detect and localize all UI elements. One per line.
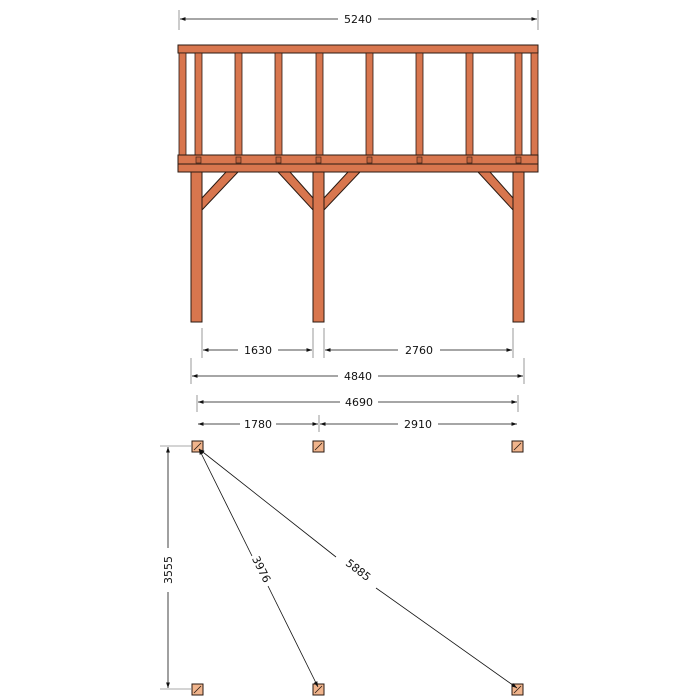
dimension-label: 3976 [249, 554, 273, 585]
dimension-label: 1780 [244, 418, 272, 431]
post-left [190, 171, 203, 323]
footing-back-left [191, 683, 204, 696]
plan-view: 4690 1780 2910 [160, 395, 524, 696]
dimension-label: 4690 [345, 396, 373, 409]
dimension-label: 5240 [344, 13, 372, 26]
dimension-label: 3555 [162, 556, 175, 584]
railing-frame [177, 44, 539, 173]
footing-front-right [511, 440, 524, 453]
footing-front-middle [312, 440, 325, 453]
dimension-top-5240: 5240 [178, 10, 539, 30]
dimension-label: 5885 [343, 557, 373, 584]
footing-back-right [511, 683, 524, 696]
posts [190, 171, 525, 323]
post-right [512, 171, 525, 323]
footing-back-middle [312, 683, 325, 696]
dimension-spans-plan: 1780 2910 [198, 415, 517, 432]
footing-front-left [191, 440, 204, 453]
dimension-label: 2760 [405, 344, 433, 357]
elevation-view: 5240 [177, 10, 539, 384]
dimension-diagonal-3976: 3976 [198, 448, 319, 688]
footings [191, 440, 524, 696]
dimension-label: 2910 [404, 418, 432, 431]
dimension-label: 4840 [344, 370, 372, 383]
dimension-depth-3555: 3555 [160, 445, 191, 690]
dimension-overall-4690: 4690 [196, 395, 519, 412]
dimension-overall-4840: 4840 [190, 358, 525, 384]
knee-braces [201, 171, 514, 212]
dimension-label: 1630 [244, 344, 272, 357]
dimension-diagonal-5885: 5885 [198, 448, 518, 689]
dimension-spans-elevation: 1630 2760 [201, 328, 514, 358]
post-middle [312, 171, 325, 323]
